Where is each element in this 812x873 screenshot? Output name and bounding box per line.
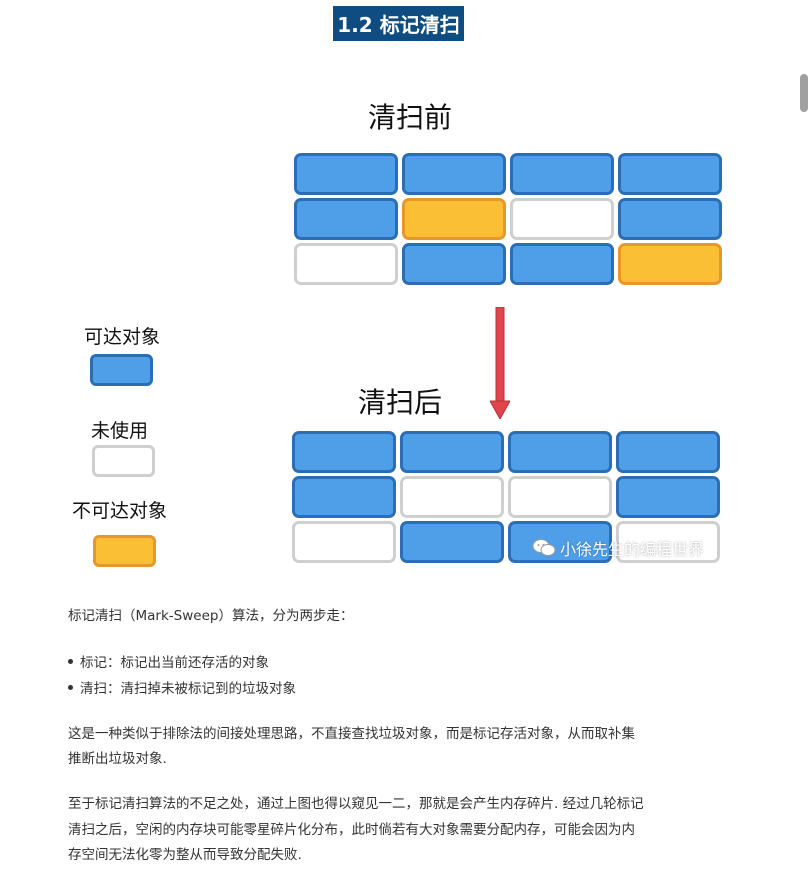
watermark: 小徐先生的编程世界: [532, 536, 704, 560]
memory-block-reachable: [402, 153, 506, 195]
memory-block-reachable: [616, 476, 720, 518]
legend-swatch-unused: [92, 445, 155, 477]
memory-block-reachable: [510, 153, 614, 195]
bullet-text: 标记：标记出当前还存活的对象: [80, 655, 269, 671]
bullet-dot: [68, 658, 73, 664]
memory-block-unreachable: [618, 243, 722, 285]
bullet-dot: [68, 684, 73, 690]
wechat-icon: [532, 539, 556, 556]
paragraph-line: 清扫之后，空闲的内存块可能零星碎片化分布，此时倘若有大对象需要分配内存，可能会因…: [68, 822, 635, 838]
memory-block-reachable: [508, 521, 612, 563]
memory-block-reachable: [618, 153, 722, 195]
memory-block-reachable: [510, 243, 614, 285]
legend-label-unreachable: 不可达对象: [72, 500, 168, 522]
legend-label-unused: 未使用: [91, 420, 149, 442]
memory-block-unused: [400, 476, 504, 518]
paragraph-line: 至于标记清扫算法的不足之处，通过上图也得以窥见一二，那就是会产生内存碎片. 经过…: [68, 796, 644, 812]
before-heading: 清扫前: [368, 101, 453, 134]
memory-block-unused: [294, 243, 398, 285]
legend-swatch-reachable: [90, 354, 153, 386]
memory-block-reachable: [616, 431, 720, 473]
watermark-text: 小徐先生的编程世界: [560, 540, 705, 559]
memory-block-reachable: [618, 198, 722, 240]
bullet-item: 标记：标记出当前还存活的对象: [68, 650, 269, 676]
down-arrow-icon: [490, 307, 510, 419]
legend-label-reachable: 可达对象: [84, 326, 161, 348]
memory-block-unused: [510, 198, 614, 240]
memory-block-reachable: [508, 431, 612, 473]
bullet-text: 清扫：清扫掉未被标记到的垃圾对象: [80, 681, 296, 697]
memory-block-unused: [292, 521, 396, 563]
bullet-item: 清扫：清扫掉未被标记到的垃圾对象: [68, 676, 296, 702]
paragraph-line: 存空间无法化零为整从而导致分配失败.: [68, 847, 302, 863]
intro-paragraph: 标记清扫（Mark-Sweep）算法，分为两步走：: [68, 608, 354, 624]
memory-block-reachable: [400, 431, 504, 473]
memory-block-unreachable: [402, 198, 506, 240]
memory-block-unused: [508, 476, 612, 518]
memory-block-reachable: [292, 476, 396, 518]
section-title: 1.2 标记清扫: [333, 6, 464, 41]
memory-block-reachable: [294, 198, 398, 240]
memory-block-unused: [616, 521, 720, 563]
paragraph-line: 这是一种类似于排除法的间接处理思路，不直接查找垃圾对象，而是标记存活对象，从而取…: [68, 726, 635, 742]
memory-block-reachable: [402, 243, 506, 285]
memory-block-reachable: [292, 431, 396, 473]
after-heading: 清扫后: [358, 386, 443, 419]
memory-block-reachable: [294, 153, 398, 195]
memory-block-reachable: [400, 521, 504, 563]
paragraph-line: 推断出垃圾对象.: [68, 751, 167, 767]
scrollbar-thumb[interactable]: [800, 74, 808, 112]
legend-swatch-unreachable: [93, 535, 156, 567]
